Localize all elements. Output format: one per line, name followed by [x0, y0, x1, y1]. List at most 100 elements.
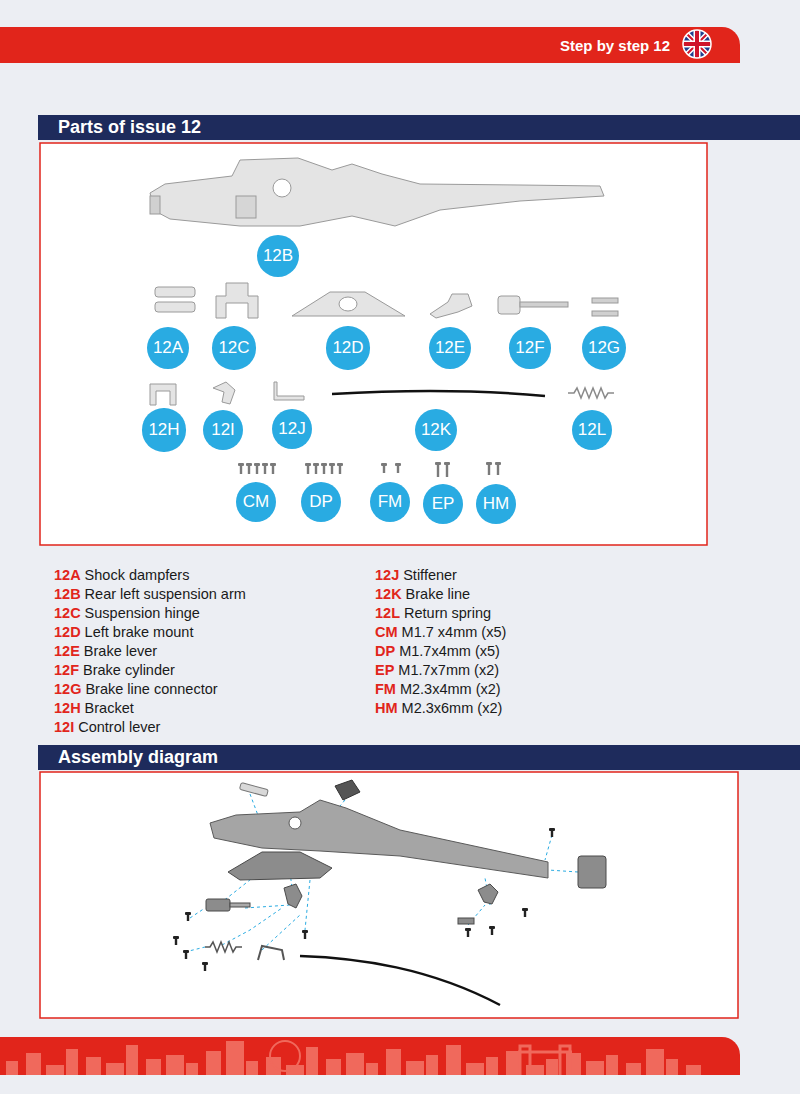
skyline-building	[566, 1053, 581, 1075]
callout-number: 12J	[278, 419, 305, 439]
screw-head	[495, 462, 501, 465]
screw-shank	[551, 831, 553, 837]
skyline-building	[586, 1061, 604, 1075]
part-code: FM	[375, 680, 396, 698]
header-band	[0, 27, 740, 63]
leader-line	[262, 915, 300, 950]
assembly-control-lever	[478, 884, 498, 904]
skyline-building	[366, 1063, 378, 1075]
assembly-lever	[284, 884, 302, 908]
callout-number: FM	[378, 492, 403, 512]
part-code: 12E	[54, 642, 80, 660]
screw-head	[321, 463, 327, 466]
skyline-wheel	[270, 1041, 300, 1071]
part-name: Stiffener	[403, 566, 457, 584]
skyline-building	[126, 1045, 138, 1075]
part-name: Brake line	[406, 585, 470, 603]
callout-number: CM	[243, 492, 269, 512]
arm-end	[150, 196, 160, 214]
skyline-building	[26, 1053, 41, 1075]
callout-number: 12K	[421, 420, 451, 440]
flag-saltire	[683, 30, 711, 58]
parts-list-row: DPM1.7x4mm (x5)	[375, 642, 500, 660]
bracket-piece	[150, 384, 176, 405]
assembly-brake-line	[300, 956, 500, 1005]
parts-list-row: 12JStiffener	[375, 566, 457, 584]
callout-number: 12C	[218, 338, 249, 358]
parts-list-row: 12KBrake line	[375, 585, 470, 603]
screw-head	[185, 912, 191, 915]
skyline-building	[246, 1061, 258, 1075]
flag-cross	[683, 30, 711, 58]
part-code: 12B	[54, 585, 81, 603]
assembly-spring	[205, 942, 242, 952]
callout-number: 12B	[263, 246, 293, 266]
parts-list-row: 12FBrake cylinder	[54, 661, 175, 679]
part-name: Shock dampfers	[85, 566, 190, 584]
parts-list-row: 12HBracket	[54, 699, 134, 717]
mount-hole	[339, 297, 357, 311]
screw-head	[262, 463, 268, 466]
part-name: Bracket	[85, 699, 134, 717]
screw-shank	[488, 465, 490, 475]
flag-field	[683, 30, 711, 58]
screw-shank	[331, 466, 333, 474]
callout-circle: 12D	[326, 326, 369, 369]
part-code: 12D	[54, 623, 81, 641]
callout-circle: 12L	[572, 410, 612, 450]
part-name: Brake lever	[84, 642, 157, 660]
part-code: 12I	[54, 718, 74, 736]
callout-circle: 12J	[272, 409, 312, 449]
part-code: 12A	[54, 566, 81, 584]
section-band: Parts of issue 12	[38, 115, 800, 140]
screw-head	[549, 828, 555, 831]
callout-circle: 12G	[582, 326, 626, 370]
part-name: M1.7x4mm (x5)	[399, 642, 500, 660]
skyline-building	[66, 1049, 78, 1075]
section-band: Assembly diagram	[38, 745, 800, 770]
parts-frame	[40, 143, 707, 545]
skyline-building	[626, 1063, 641, 1075]
callout-number: 12F	[515, 338, 544, 358]
flag-rim	[683, 30, 711, 58]
callout-circle: 12A	[147, 327, 189, 369]
screw-shank	[175, 939, 177, 945]
cylinder-body	[498, 296, 520, 314]
skyline-building	[46, 1065, 64, 1075]
skyline	[6, 1041, 701, 1075]
parts-list-row: 12LReturn spring	[375, 604, 491, 622]
skyline-building	[306, 1047, 318, 1075]
skyline-building	[686, 1065, 701, 1075]
screw-shank	[491, 929, 493, 935]
parts-list-row: HMM2.3x6mm (x2)	[375, 699, 502, 717]
parts-list-row: 12IControl lever	[54, 718, 160, 736]
leader-line	[245, 905, 290, 908]
screw-shank	[383, 466, 385, 473]
leader-line	[190, 908, 205, 918]
skyline-building	[606, 1055, 618, 1075]
screw-head	[489, 926, 495, 929]
part-code: HM	[375, 699, 398, 717]
parts-list-row: 12DLeft brake mount	[54, 623, 193, 641]
screw-shank	[248, 466, 250, 474]
hinge-piece	[216, 283, 258, 318]
callout-number: 12G	[588, 338, 620, 358]
damper-piece	[155, 287, 195, 297]
skyline-building	[186, 1063, 198, 1075]
screw-shank	[437, 465, 439, 477]
parts-list-row: EPM1.7x7mm (x2)	[375, 661, 499, 679]
skyline-building	[206, 1051, 221, 1075]
screw-shank	[272, 466, 274, 474]
part-code: 12G	[54, 680, 81, 698]
parts-list-row: FMM2.3x4mm (x2)	[375, 680, 501, 698]
callout-number: 12L	[578, 420, 606, 440]
screw-head	[202, 962, 208, 965]
screw-head	[522, 908, 528, 911]
skyline-building	[326, 1059, 341, 1075]
connector-piece	[592, 298, 618, 303]
screw-shank	[256, 466, 258, 474]
control-lever-piece	[213, 382, 235, 404]
part-name: Suspension hinge	[85, 604, 200, 622]
part-name: M2.3x6mm (x2)	[402, 699, 503, 717]
screw-shank	[185, 953, 187, 959]
